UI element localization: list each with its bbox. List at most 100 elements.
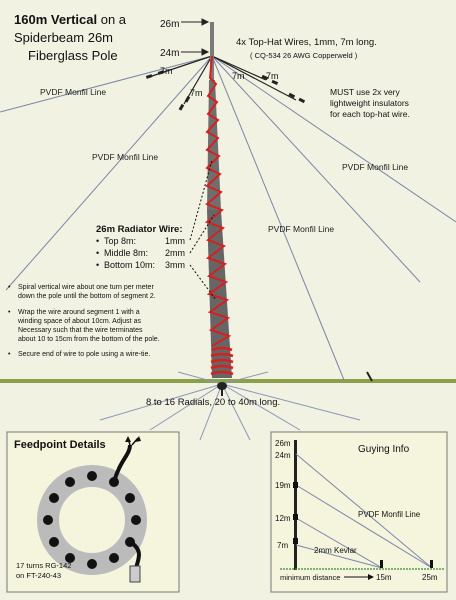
feedpoint-note-2: on FT-240-43 [16,571,61,580]
radiator-bullet: • [96,236,99,246]
height-label-26m: 26m [160,19,179,30]
insulator [145,74,153,79]
feedpoint-dot [217,382,227,390]
min-distance-arrowhead [368,574,374,580]
top-hat-len-1: 7m [160,66,173,76]
insulator [271,79,279,86]
radiator-wire [205,55,234,376]
coax-turn [65,553,75,563]
guy-insulator [293,514,298,520]
insulator-note-1: MUST use 2x very [330,87,401,97]
title-line-2: Spiderbeam 26m [14,30,113,45]
radiator-coil [210,346,234,376]
coax-turn [65,477,75,487]
top-hat-wire-2 [183,55,213,105]
top-hat-wire-3 [211,55,267,81]
coax-turn [109,553,119,563]
radiator-bullet: • [96,248,99,258]
radiator-row-label: Bottom 10m: [104,260,155,270]
guy-label-1: PVDF Monfil Line [40,87,106,97]
feedpoint-title: Feedpoint Details [14,439,106,451]
guying-height-12m: 12m [275,514,291,523]
radiator-rows: • Top 8m: 1mm • Middle 8m: 2mm • Bottom … [96,236,185,270]
guying-line-label: PVDF Monfil Line [358,510,421,519]
insulator [157,70,165,75]
top-hat-len-2: 7m [190,88,203,98]
radiator-row-value: 3mm [165,260,185,270]
pointer-middle [189,214,215,254]
guying-min-distance: minimum distance [280,573,340,582]
radial [177,371,223,385]
pole-segment-bottom [207,210,232,378]
guy-anchor-15m [380,560,383,568]
lead-arrow-1 [125,436,131,442]
note-bullet: • [8,351,11,358]
insulator [261,74,269,81]
coax-turn [87,471,97,481]
radiator-row-value: 1mm [165,236,185,246]
guying-distance-15m: 15m [376,573,392,582]
guy-lines [0,55,456,381]
radial [99,383,223,421]
guy-label-4: PVDF Monfil Line [268,224,334,234]
note-2-line-2: winding space of about 10cm. Adjust as [17,318,141,325]
top-hat-len-3: 7m [232,71,245,81]
radial [221,383,301,431]
notes: • Spiral vertical wire about one turn pe… [8,284,160,358]
guy-insulator [293,482,298,488]
radiator-bullet: • [96,260,99,270]
radial [221,383,251,441]
radiator-title: 26m Radiator Wire: [96,224,183,235]
height-label-24m: 24m [160,48,179,59]
coax-turn [131,515,141,525]
insulator [288,92,296,99]
guying-distance-25m: 25m [422,573,438,582]
insulator-note-3: for each top-hat wire. [330,109,410,119]
guy-line-5 [211,55,345,381]
guying-box: Guying Info 26m 24m 19m 12m 7m PVDF Monf… [270,431,448,593]
guying-height-7m: 7m [277,541,288,550]
note-bullet: • [8,284,11,291]
coax-lead [112,444,132,483]
radial [149,383,223,431]
radiator-row-label: Top 8m: [104,236,136,246]
insulator [184,95,191,103]
top-hat-wires [151,55,297,105]
lead-arrow-2 [135,436,141,442]
height-markers [181,18,210,56]
guy-line-1 [0,55,213,113]
pole-segment-top [210,22,214,82]
radials [99,371,361,441]
marker-24m-arrow [201,48,210,56]
coax-turn [49,493,59,503]
radiator-row-value: 2mm [165,248,185,258]
guy-to-25m-b [295,484,433,569]
top-hat-wire-4 [211,55,297,101]
guy-to-25m-a [295,453,433,569]
guying-height-24m: 24m [275,451,291,460]
title-rest: on a [97,12,127,27]
coax-connector [129,565,141,583]
coax-turn [87,559,97,569]
guying-heights: 26m 24m 19m 12m 7m [275,439,291,550]
guy-to-15m-a [295,517,383,569]
guying-markers [293,482,433,568]
guy-anchor-25m [430,560,433,568]
note-2-line-4: about 10 to 15cm from the bottom of the … [18,336,160,343]
feedpoint-box: Feedpoint Details 17 turns RG-142 on FT-… [6,431,180,593]
radial [221,371,269,385]
note-1-line-2: down the pole until the bottom of segmen… [18,293,156,300]
guy-insulator [293,538,298,544]
pointer-bottom [189,264,217,301]
guying-lines [295,453,433,569]
insulators [145,70,306,111]
guy-line-4 [211,55,456,223]
guying-kevlar-label: 2mm Kevlar [314,546,357,555]
guying-height-19m: 19m [275,481,291,490]
radiator-pointers [189,159,217,301]
guy-line-3 [211,55,421,283]
feedpoint-note-1: 17 turns RG-142 [16,561,71,570]
note-2-line-3: Necessary such that the wire terminates [18,327,143,334]
